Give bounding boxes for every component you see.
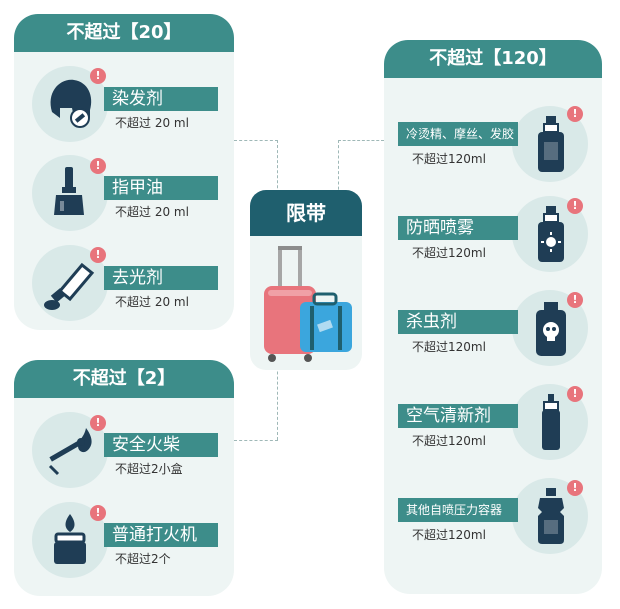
- connector-left-bottom: [234, 440, 278, 441]
- item-name-lighter: 普通打火机: [104, 523, 218, 547]
- item-name-insecticide: 杀虫剂: [398, 310, 518, 334]
- connector-right-top: [338, 140, 384, 141]
- item-name-air-freshener: 空气清新剂: [398, 404, 518, 428]
- spray-bottle-icon: [538, 116, 564, 172]
- item-limit-insecticide: 不超过120ml: [412, 340, 486, 354]
- panel-limit-20-title: 不超过【20】: [14, 14, 234, 52]
- connector-right-vertical: [338, 140, 339, 200]
- item-limit-nail-polish: 不超过 20 ml: [115, 205, 189, 219]
- insecticide-icon: [536, 302, 566, 356]
- warning-badge: !: [567, 198, 583, 214]
- item-limit-hair-dye: 不超过 20 ml: [115, 116, 189, 130]
- item-limit-remover: 不超过 20 ml: [115, 295, 189, 309]
- item-name-sunscreen: 防晒喷雾: [398, 216, 518, 240]
- match-icon: [48, 428, 92, 476]
- item-limit-pressure-container: 不超过120ml: [412, 528, 486, 542]
- center-title: 限带: [250, 190, 362, 236]
- item-name-nail-polish: 指甲油: [104, 176, 218, 200]
- lighter-icon: [54, 514, 86, 564]
- warning-badge: !: [567, 386, 583, 402]
- item-name-hair-dye: 染发剂: [104, 87, 218, 111]
- remover-tube-icon: [44, 262, 95, 310]
- nail-polish-icon: [54, 167, 84, 215]
- air-freshener-icon: [542, 394, 560, 450]
- connector-left-top: [234, 140, 278, 141]
- warning-badge: !: [90, 415, 106, 431]
- warning-badge: !: [90, 505, 106, 521]
- item-limit-lighter: 不超过2个: [115, 552, 171, 566]
- warning-badge: !: [90, 68, 106, 84]
- panel-limit-120-title: 不超过【120】: [384, 40, 602, 78]
- warning-badge: !: [567, 292, 583, 308]
- item-limit-sunscreen: 不超过120ml: [412, 246, 486, 260]
- item-limit-air-freshener: 不超过120ml: [412, 434, 486, 448]
- warning-badge: !: [567, 480, 583, 496]
- item-name-matches: 安全火柴: [104, 433, 218, 457]
- item-limit-matches: 不超过2小盒: [115, 462, 183, 476]
- luggage-icon: [264, 246, 352, 362]
- pressure-container-icon: [538, 488, 564, 544]
- item-limit-perm-lotion: 不超过120ml: [412, 152, 486, 166]
- hair-dye-icon: [50, 79, 92, 128]
- warning-badge: !: [567, 106, 583, 122]
- item-name-perm-lotion: 冷烫精、摩丝、发胶: [398, 122, 518, 146]
- sunscreen-spray-icon: [538, 206, 564, 262]
- panel-limit-2-title: 不超过【2】: [14, 360, 234, 398]
- warning-badge: !: [90, 158, 106, 174]
- item-name-remover: 去光剂: [104, 266, 218, 290]
- warning-badge: !: [90, 247, 106, 263]
- item-name-pressure-container: 其他自喷压力容器: [398, 498, 518, 522]
